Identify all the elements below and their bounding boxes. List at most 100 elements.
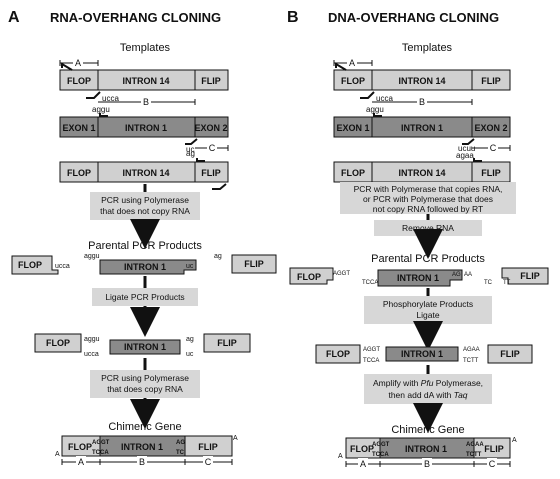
flip-label: FLIP [520, 271, 540, 281]
ucuu-label: ucuu [458, 144, 475, 153]
svg-text:AGAA: AGAA [466, 442, 484, 448]
svg-text:TCTT: TCTT [463, 358, 479, 364]
svg-text:aggu: aggu [84, 253, 100, 260]
svg-text:Amplify with Pfu Polymerase,: Amplify with Pfu Polymerase, [373, 378, 483, 388]
flip-label: FLIP [481, 76, 501, 86]
ucca-label: ucca [102, 94, 119, 103]
step-remove-rna [374, 220, 482, 236]
segment-b-label: B [419, 97, 425, 107]
step-pcr-copy [90, 370, 200, 398]
ligation-product: FLOP AGGT TCCA INTRON 1 AGAA TCTT FLIP [315, 344, 533, 364]
svg-text:TT: TT [503, 280, 511, 286]
svg-text:B: B [424, 459, 430, 469]
flip-label: FLIP [201, 76, 221, 86]
flip-label: FLIP [500, 349, 520, 359]
aggu-label: aggu [366, 105, 384, 114]
flip-label: FLIP [484, 444, 504, 454]
svg-text:A: A [360, 459, 366, 469]
svg-text:A: A [512, 437, 517, 444]
template-3: ag FLOP INTRON 14 FLIP [59, 149, 229, 190]
step-ligate [92, 288, 198, 306]
intron1-label: INTRON 1 [124, 342, 166, 352]
svg-text:A: A [55, 451, 60, 458]
svg-text:AA: AA [464, 272, 472, 278]
exon1-label: EXON 1 [62, 123, 95, 133]
intron14-label: INTRON 14 [122, 168, 169, 178]
exon2-label: EXON 2 [194, 123, 227, 133]
segment-c-label: C [209, 143, 216, 153]
flip-label: FLIP [198, 442, 218, 452]
uc-label: uc [186, 145, 194, 154]
parental-products: FLOP AGGT TCCA INTRON 1 AG AA TC TT FLIP [289, 267, 549, 287]
ag-label: ag [186, 149, 195, 158]
step-amplify [364, 374, 492, 404]
flop-label: FLOP [68, 442, 92, 452]
svg-text:ucca: ucca [84, 351, 99, 358]
svg-text:TC: TC [176, 450, 185, 456]
panel-a-templates: Templates [120, 42, 171, 54]
chimeric-gene-title: Chimeric Gene [108, 421, 181, 433]
flip-label: FLIP [201, 168, 221, 178]
step-pcr-copy-rna [340, 182, 516, 214]
step-pcr-no-copy [90, 192, 200, 220]
intron1-label: INTRON 1 [397, 273, 439, 283]
flip-label: FLIP [217, 338, 237, 348]
panel-b-letter: B [287, 9, 299, 26]
segment-b-label: B [143, 97, 149, 107]
chimeric-gene-title: Chimeric Gene [391, 424, 464, 436]
svg-text:TCCA: TCCA [362, 280, 378, 286]
intron14-label: INTRON 14 [398, 168, 445, 178]
svg-text:Ligate PCR Products: Ligate PCR Products [105, 292, 184, 302]
svg-text:TCCA: TCCA [92, 450, 109, 456]
flop-label: FLOP [67, 168, 91, 178]
intron14-label: INTRON 14 [398, 76, 445, 86]
template-1: FLOP INTRON 14 FLIP ucca [333, 62, 511, 103]
segment-a-label: A [75, 58, 81, 68]
flop-label: FLOP [341, 168, 365, 178]
parental-products-title: Parental PCR Products [88, 240, 202, 252]
svg-text:A: A [78, 457, 84, 467]
svg-text:TCTT: TCTT [466, 452, 482, 458]
intron1-label: INTRON 1 [401, 123, 443, 133]
step-phosphorylate-ligate [364, 296, 492, 324]
svg-text:AG: AG [452, 272, 461, 278]
template-2: aggu EXON 1 INTRON 1 EXON 2 uc [59, 105, 229, 154]
aggu-label: aggu [92, 105, 110, 114]
intron1-label: INTRON 1 [401, 349, 443, 359]
intron1-label: INTRON 1 [121, 442, 163, 452]
svg-text:A: A [338, 453, 343, 460]
svg-text:uc: uc [186, 351, 194, 358]
svg-text:AGGT: AGGT [363, 347, 380, 353]
svg-text:A: A [233, 435, 238, 442]
svg-text:ucca: ucca [55, 263, 70, 270]
flip-label: FLIP [244, 259, 264, 269]
svg-text:AGAA: AGAA [463, 347, 480, 353]
svg-text:uc: uc [186, 263, 194, 270]
intron1-label: INTRON 1 [125, 123, 167, 133]
svg-text:Phosphorylate Products: Phosphorylate Products [383, 299, 473, 309]
template-3: agaa FLOP INTRON 14 FLIP [333, 151, 511, 190]
svg-text:Ligate: Ligate [416, 310, 439, 320]
segment-a-label: A [349, 58, 355, 68]
svg-text:TCCA: TCCA [363, 358, 379, 364]
parental-products: FLOP ucca aggu INTRON 1 uc ag FLIP [11, 253, 277, 275]
svg-text:B: B [139, 457, 145, 467]
primer-arrow [61, 62, 73, 71]
chimeric-gene: FLOP AGGT TCCA INTRON 1 AG TC FLIP A A A… [55, 435, 238, 467]
svg-text:ag: ag [214, 253, 222, 260]
flop-label: FLOP [46, 338, 70, 348]
svg-text:TC: TC [484, 280, 493, 286]
svg-text:PCR with Polymerase that copie: PCR with Polymerase that copies RNA, [354, 184, 503, 194]
panel-a: A RNA-OVERHANG CLONING Templates A FLOP … [8, 9, 277, 467]
svg-text:TCCA: TCCA [372, 452, 389, 458]
agaa-label: agaa [456, 151, 474, 160]
chimeric-gene: FLOP AGGT TCCA INTRON 1 AGAA TCTT FLIP A… [338, 437, 517, 469]
intron1-label: INTRON 1 [124, 262, 166, 272]
exon1-label: EXON 1 [336, 123, 369, 133]
exon2-label: EXON 2 [474, 123, 507, 133]
svg-text:PCR using Polymerase: PCR using Polymerase [101, 195, 189, 205]
svg-text:AGGT: AGGT [333, 271, 350, 277]
segment-c-label: C [490, 143, 497, 153]
svg-text:ag: ag [186, 336, 194, 343]
flop-label: FLOP [341, 76, 365, 86]
